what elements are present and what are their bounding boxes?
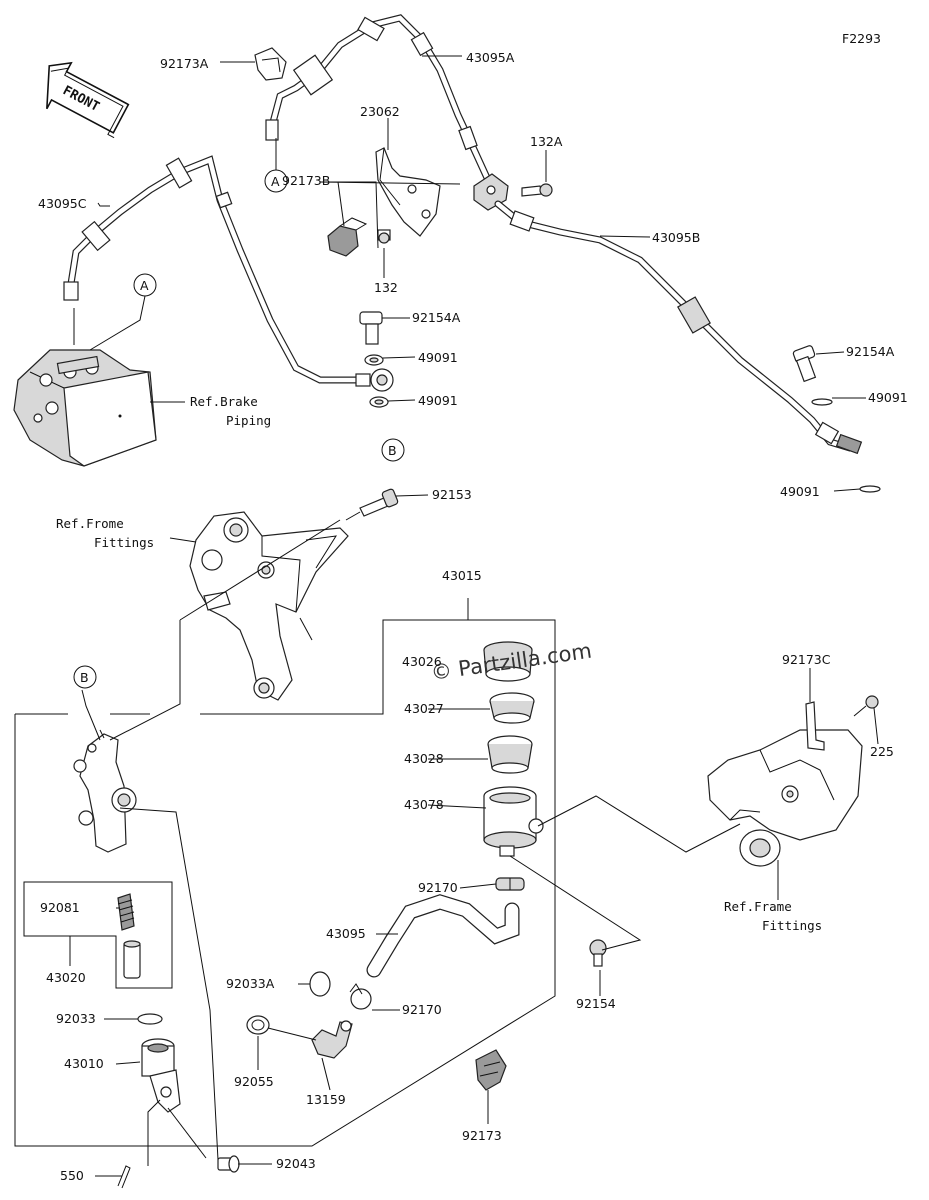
spring-92081 [117, 893, 135, 931]
label-43027: 43027 [404, 701, 444, 716]
clamp-92173 [475, 1049, 507, 1091]
elbow-fitting-13159 [311, 1020, 353, 1059]
label-43095B: 43095B [652, 230, 700, 245]
junction-block [473, 173, 553, 211]
figure-id: F2293 [842, 31, 881, 46]
reservoir-hose-43095 [366, 894, 520, 978]
bolt-92153 [345, 488, 399, 521]
front-arrow-icon: FRONT [46, 61, 130, 139]
label-49091-c: 49091 [868, 390, 908, 405]
brake-hose-43095C [63, 155, 394, 392]
label-49091-b: 49091 [418, 393, 458, 408]
label-ref-frome-2: Fittings [94, 535, 154, 550]
banjo-bolt-92154A-right [792, 345, 881, 493]
label-92055: 92055 [234, 1074, 274, 1089]
label-92153: 92153 [432, 487, 472, 502]
leader-lines-top [73, 55, 866, 492]
label-92173: 92173 [462, 1128, 502, 1143]
bolt-92154 [589, 939, 607, 967]
master-cylinder-body [73, 729, 137, 853]
label-92043: 92043 [276, 1156, 316, 1171]
marker-a-top: A [264, 169, 288, 193]
pushrod-43010 [141, 1038, 181, 1113]
clamp-92173C [805, 701, 825, 751]
assembly-outline [14, 598, 556, 1147]
bolt-132 [377, 229, 391, 244]
label-43095: 43095 [326, 926, 366, 941]
clamp-92173B [327, 217, 368, 257]
label-132A: 132A [530, 134, 563, 149]
label-43010: 43010 [64, 1056, 104, 1071]
label-43095A: 43095A [466, 50, 515, 65]
label-49091-d: 49091 [780, 484, 820, 499]
circlip-92033A [309, 971, 331, 997]
label-ref-frame-1: Ref.Frame [724, 899, 792, 914]
banjo-bolt-92154A-top [359, 311, 389, 408]
label-ref-brake-2: Piping [226, 413, 271, 428]
marker-a-abs: A [133, 273, 157, 297]
label-ref-frome-1: Ref.Frome [56, 516, 124, 531]
hose-clamp-92170-upper [495, 877, 525, 891]
brake-hose-43095A [265, 14, 492, 184]
label-23062: 23062 [360, 104, 400, 119]
reservoir-43078 [483, 786, 544, 857]
abs-unit [13, 349, 157, 467]
pin-92043 [217, 1155, 240, 1173]
footrest-bracket [189, 511, 349, 701]
piston [123, 940, 141, 979]
label-43015: 43015 [442, 568, 482, 583]
label-225: 225 [870, 744, 894, 759]
o-ring-92055 [246, 1015, 270, 1035]
label-92154A-right: 92154A [846, 344, 895, 359]
marker-b-top: B [381, 438, 405, 462]
marker-b-bottom: B [73, 665, 97, 689]
marker-a-top-text: A [271, 174, 280, 189]
diaphragm-43028 [487, 735, 533, 774]
marker-b-bottom-text: B [80, 670, 89, 685]
label-92033A: 92033A [226, 976, 275, 991]
hose-clamp-92170-lower [349, 983, 372, 1010]
label-43020: 43020 [46, 970, 86, 985]
label-92170-a: 92170 [418, 880, 458, 895]
label-43078: 43078 [404, 797, 444, 812]
circlip-92033 [137, 1013, 163, 1025]
marker-b-top-text: B [388, 443, 397, 458]
label-92033: 92033 [56, 1011, 96, 1026]
label-92154: 92154 [576, 996, 616, 1011]
brake-hose-43095B [494, 200, 863, 455]
label-92081: 92081 [40, 900, 80, 915]
diaphragm-plate-43027 [489, 692, 535, 724]
frame-bracket-right [707, 729, 863, 867]
label-13159: 13159 [306, 1092, 346, 1107]
label-132: 132 [374, 280, 398, 295]
reservoir-cap-43026 [483, 641, 533, 682]
label-43095C: 43095C [38, 196, 87, 211]
clamp-92173A [254, 47, 287, 81]
bolt-225 [853, 695, 879, 717]
label-92173C: 92173C [782, 652, 831, 667]
label-92173B: 92173B [282, 173, 330, 188]
label-ref-brake-1: Ref.Brake [190, 394, 258, 409]
marker-a-abs-text: A [140, 278, 149, 293]
leader-lines-bottom [69, 494, 879, 1177]
label-92170-b: 92170 [402, 1002, 442, 1017]
cotter-pin-550 [117, 1165, 131, 1189]
label-43028: 43028 [404, 751, 444, 766]
label-ref-frame-2: Fittings [762, 918, 822, 933]
label-550: 550 [60, 1168, 84, 1183]
label-49091-a: 49091 [418, 350, 458, 365]
label-92173A: 92173A [160, 56, 209, 71]
label-92154A-top: 92154A [412, 310, 461, 325]
label-43026: 43026 [402, 654, 442, 669]
part-labels: 92173A 43095A 23062 132A 92173B 43095C 1… [38, 50, 908, 1183]
bracket-23062 [375, 147, 441, 237]
